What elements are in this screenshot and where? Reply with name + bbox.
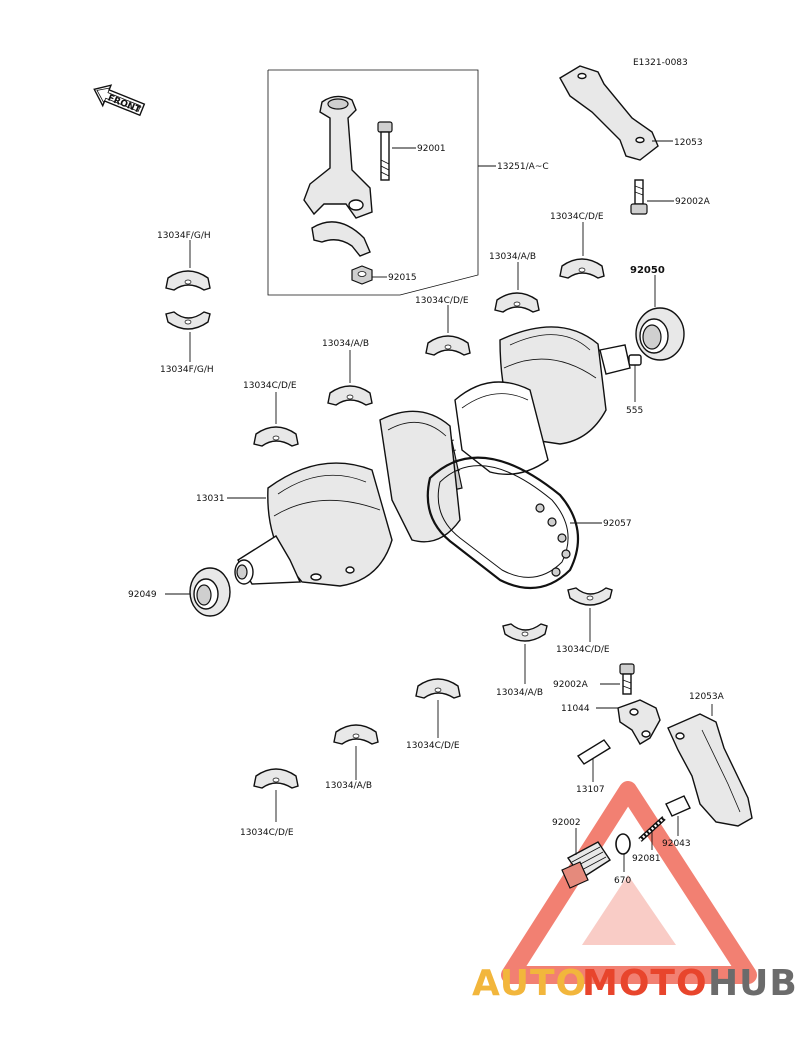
- label-12053A: 12053A: [689, 692, 725, 702]
- spring-92081: [638, 816, 666, 842]
- watermark-logo: AUTO MOTO HUB: [472, 963, 798, 1004]
- label-92002A-low: 92002A: [553, 680, 589, 690]
- seal-92050: [635, 307, 685, 361]
- label-bearing-AB-left: 13034/A/B: [322, 339, 369, 349]
- label-bearing-CDE-left: 13034C/D/E: [243, 381, 297, 391]
- bearing-CDE-right: [567, 587, 613, 606]
- watermark-auto: AUTO: [472, 963, 587, 1004]
- label-13251: 13251/A~C: [497, 162, 549, 172]
- label-92015: 92015: [388, 273, 417, 283]
- label-11044: 11044: [561, 704, 590, 714]
- bolt-92002: [561, 841, 611, 889]
- label-555: 555: [626, 406, 643, 416]
- bolt-92002A-top: [630, 179, 648, 215]
- watermark-hub: HUB: [708, 963, 798, 1004]
- label-bearing-CDE-mid: 13034C/D/E: [415, 296, 469, 306]
- bearing-CDE-left: [253, 426, 299, 447]
- bearing-CDE-mid: [425, 335, 471, 356]
- bearing-CDE-bottom: [253, 768, 299, 789]
- label-92002: 92002: [552, 818, 581, 828]
- guide-11044: [617, 699, 661, 745]
- bearing-CDE-top-right: [559, 258, 605, 279]
- bearing-AB-bottom: [333, 724, 379, 745]
- chain-92057: [426, 456, 580, 590]
- bearing-AB-top: [494, 292, 540, 313]
- label-92001: 92001: [417, 144, 446, 154]
- label-bearing-AB-bottom: 13034/A/B: [325, 781, 372, 791]
- label-bearing-FGH-bottom: 13034F/G/H: [160, 365, 214, 375]
- label-13031: 13031: [196, 494, 225, 504]
- bearing-AB-lower: [502, 623, 548, 642]
- front-arrow: FRONT: [93, 84, 146, 117]
- label-92002A-top: 92002A: [675, 197, 711, 207]
- pin-92043: [665, 795, 691, 817]
- pin-555: [628, 354, 642, 366]
- bracket-12053: [559, 65, 659, 161]
- label-bearing-FGH-top: 13034F/G/H: [157, 231, 211, 241]
- label-bearing-AB-top: 13034/A/B: [489, 252, 536, 262]
- label-670: 670: [614, 876, 631, 886]
- bearing-FGH-top: [165, 270, 211, 291]
- label-92049: 92049: [128, 590, 157, 600]
- crankshaft-13031: [234, 326, 631, 587]
- seal-92049: [189, 567, 231, 617]
- label-13107: 13107: [576, 785, 605, 795]
- ref-code: E1321-0083: [633, 58, 688, 68]
- label-bearing-CDE-tr: 13034C/D/E: [550, 212, 604, 222]
- bearing-CDE-lower: [415, 678, 461, 699]
- label-bearing-CDE-lower: 13034C/D/E: [406, 741, 460, 751]
- bearing-AB-left: [327, 385, 373, 406]
- bracket-12053A: [667, 713, 753, 827]
- label-92081: 92081: [632, 854, 661, 864]
- label-bearing-CDE-right: 13034C/D/E: [556, 645, 610, 655]
- connecting-rod-assembly: [267, 69, 479, 296]
- label-92050: 92050: [630, 265, 665, 276]
- pin-13107: [576, 739, 612, 765]
- label-bearing-AB-lower: 13034/A/B: [496, 688, 543, 698]
- label-bearing-CDE-bottom: 13034C/D/E: [240, 828, 294, 838]
- bearing-FGH-bottom: [165, 311, 211, 330]
- label-92043: 92043: [662, 839, 691, 849]
- watermark-moto: MOTO: [582, 963, 708, 1004]
- bolt-92002A-lower: [619, 663, 635, 695]
- label-92057: 92057: [603, 519, 632, 529]
- oring-670: [615, 833, 631, 855]
- label-12053: 12053: [674, 138, 703, 148]
